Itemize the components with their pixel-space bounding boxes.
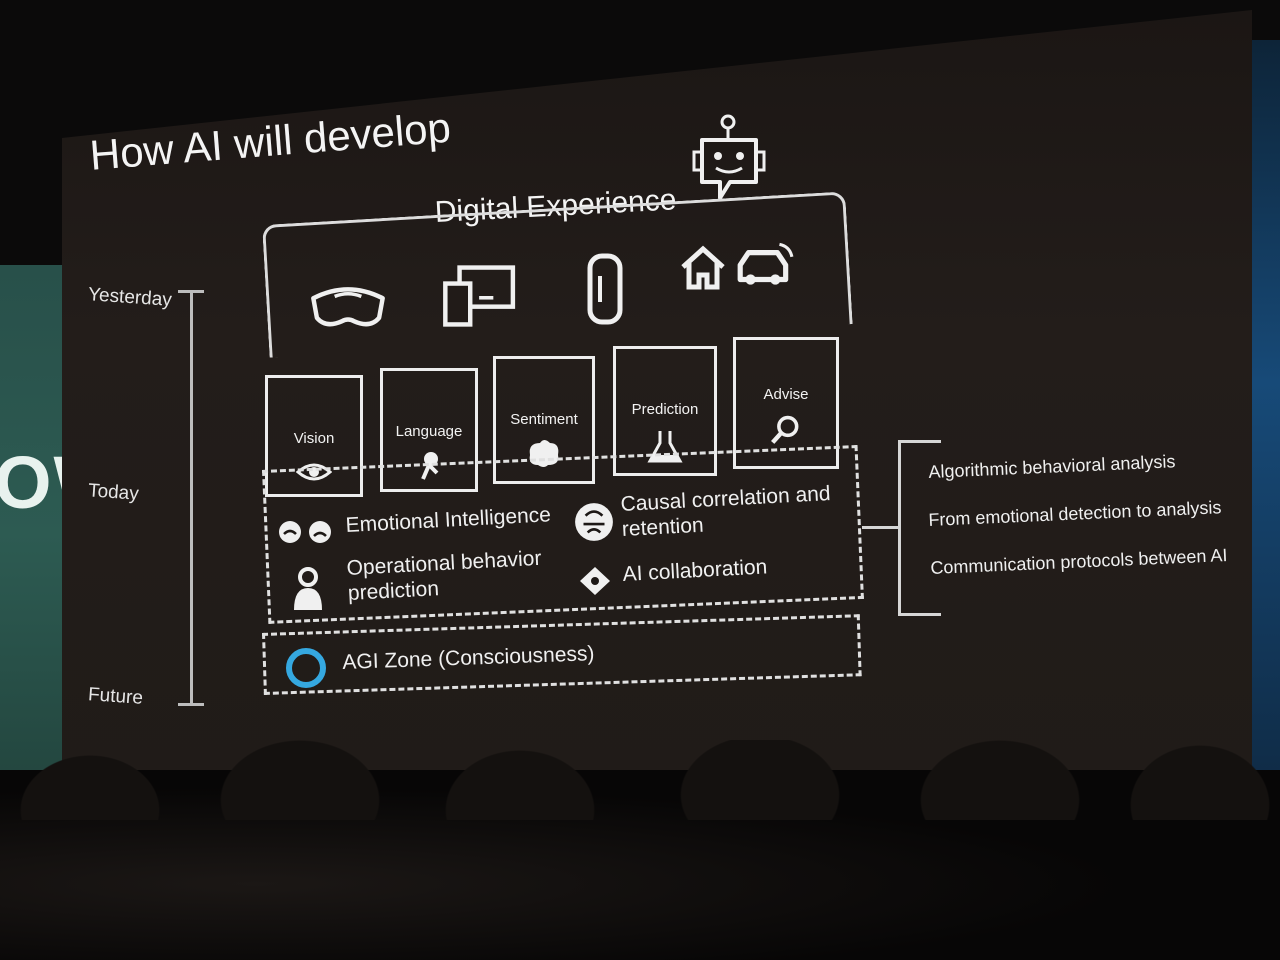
audience-silhouettes: [0, 740, 1280, 960]
capability-advise-label: Advise: [763, 386, 809, 403]
speech-icon: [421, 452, 439, 480]
capability-prediction: Prediction: [613, 346, 717, 476]
collaboration-icon: [580, 567, 610, 595]
timeline-tick-bottom: [178, 703, 204, 706]
wearable-band-icon: [587, 253, 623, 325]
timeline-today: Today: [87, 480, 140, 505]
person-icon: [294, 567, 322, 610]
cortana-ring-icon: [286, 648, 326, 688]
timeline-tick-top: [178, 290, 204, 293]
timeline-axis: [190, 290, 193, 705]
robot-chat-icon: [692, 114, 766, 200]
capability-advise: Advise: [733, 337, 839, 469]
emotion-faces-icon: [279, 521, 331, 543]
capability-vision-label: Vision: [293, 430, 335, 447]
flask-icon: [647, 431, 683, 463]
capability-sentiment: Sentiment: [493, 356, 595, 484]
notes-bracket: [898, 440, 941, 616]
headset-icon: [311, 287, 385, 327]
brain-circle-icon: [575, 503, 613, 541]
home-icon: [681, 245, 725, 290]
car-icon: [737, 242, 794, 285]
capability-language: Language: [380, 368, 478, 492]
operational-behavior-label: Operational behavior prediction: [346, 546, 543, 606]
brain-icon: [529, 440, 559, 467]
search-icon: [771, 415, 799, 444]
projection-screen: [62, 10, 1252, 810]
devices-icon: [443, 265, 516, 327]
capability-prediction-label: Prediction: [631, 401, 699, 418]
room-wall-left: [0, 265, 72, 805]
capability-vision: Vision: [265, 375, 363, 497]
capability-sentiment-label: Sentiment: [510, 411, 578, 428]
eye-icon: [296, 463, 332, 481]
notes-connector: [862, 526, 898, 529]
timeline-future: Future: [87, 684, 144, 709]
capability-language-label: Language: [395, 423, 463, 440]
